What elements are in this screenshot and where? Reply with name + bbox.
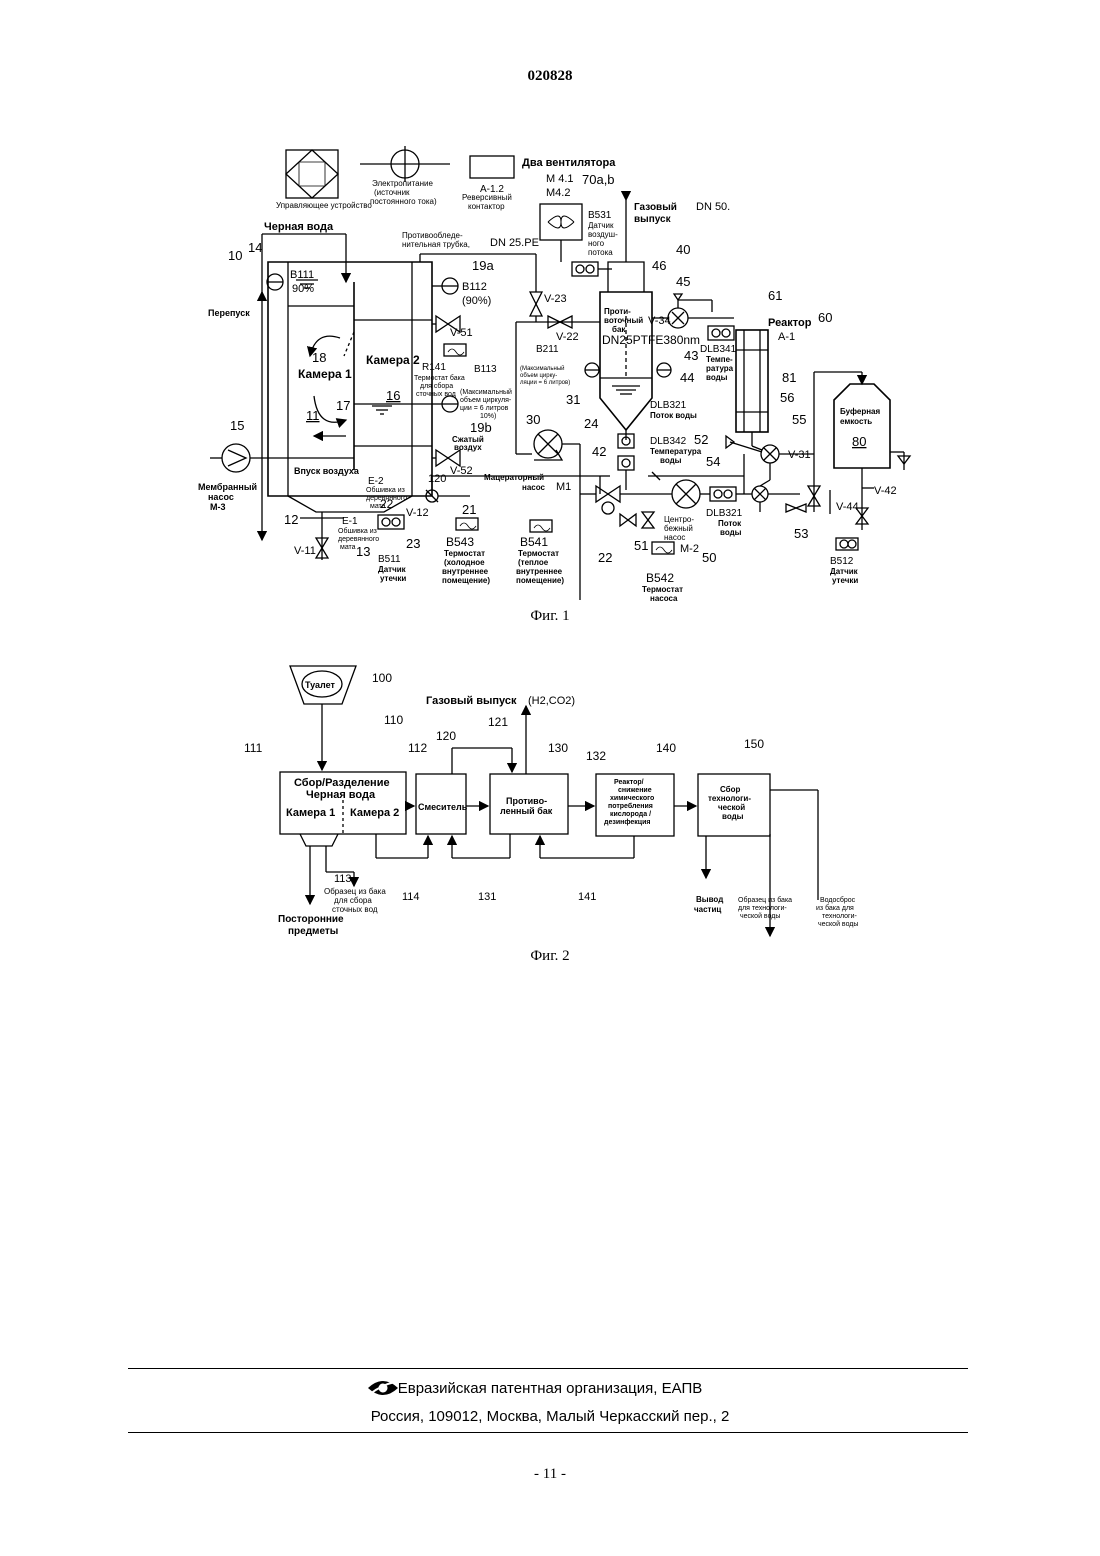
diagram-label: 112 xyxy=(408,741,427,755)
diagram-label: Камера 2 xyxy=(350,807,399,819)
diagram-label: ческой воды xyxy=(740,912,780,920)
diagram-label: Водосброс xyxy=(820,896,856,904)
diagram-label: 141 xyxy=(578,891,596,903)
diagram-label: Сбор xyxy=(720,785,741,794)
diagram-label: из бака для xyxy=(816,904,854,912)
diagram-label: воды xyxy=(722,812,744,821)
diagram-label: ческой воды xyxy=(818,920,858,928)
toilet-label: Туалет xyxy=(305,680,336,690)
diagram-label: Смеситель xyxy=(418,802,468,812)
diagram-label: Посторонние xyxy=(278,914,344,925)
diagram-label: предметы xyxy=(288,926,338,937)
diagram-label: сточных вод xyxy=(332,905,378,914)
footer-top-rule xyxy=(128,1368,968,1369)
diagram-label: технологи- xyxy=(822,913,857,920)
diagram-label: дезинфекция xyxy=(604,819,650,826)
diagram-label: 113 xyxy=(334,873,352,885)
diagram-label: 131 xyxy=(478,891,496,903)
diagram-label: (H2,CO2) xyxy=(528,695,575,707)
diagram-label: частиц xyxy=(694,905,721,914)
diagram-label: 150 xyxy=(744,737,764,751)
diagram-label: химического xyxy=(610,795,654,802)
diagram-label: снижение xyxy=(618,787,652,794)
diagram-label: Образец из бака xyxy=(738,896,792,904)
diagram-label: 130 xyxy=(548,741,568,755)
diagram-label: 114 xyxy=(402,891,420,903)
diagram-label: 132 xyxy=(586,749,606,763)
diagram-label: 111 xyxy=(244,741,263,755)
diagram-label: для технологи- xyxy=(738,905,787,912)
page-number: - 11 - xyxy=(0,1466,1100,1483)
diagram-label: 121 xyxy=(488,715,508,729)
fig2-caption: Фиг. 2 xyxy=(0,948,1100,965)
diagram-label: 100 xyxy=(372,671,392,685)
diagram-label: потребления xyxy=(608,802,653,810)
footer-organization: Евразийская патентная организация, ЕАПВ xyxy=(0,1380,1100,1397)
diagram-label: Образец из бака xyxy=(324,887,386,896)
diagram-label: Сбор/Разделение xyxy=(294,777,390,789)
footer-bottom-rule xyxy=(128,1432,968,1433)
diagram-label: Противо- xyxy=(506,796,547,806)
diagram-label: Реактор/ xyxy=(614,779,644,786)
diagram-label: Камера 1 xyxy=(286,807,335,819)
diagram-label: для сбора xyxy=(334,896,372,905)
diagram-label: ческой xyxy=(718,803,745,812)
diagram-label: Вывод xyxy=(696,895,723,904)
diagram-label: Черная вода xyxy=(306,789,376,801)
diagram-label: 110 xyxy=(384,713,403,727)
diagram-label: технологи- xyxy=(708,794,751,803)
diagram-label: ленный бак xyxy=(500,806,553,816)
diagram-label: 140 xyxy=(656,741,676,755)
diagram-label: 120 xyxy=(436,729,456,743)
diagram-label: кислорода / xyxy=(610,811,651,818)
gas-outlet-label: Газовый выпуск xyxy=(426,695,517,707)
footer-address: Россия, 109012, Москва, Малый Черкасский… xyxy=(0,1408,1100,1425)
